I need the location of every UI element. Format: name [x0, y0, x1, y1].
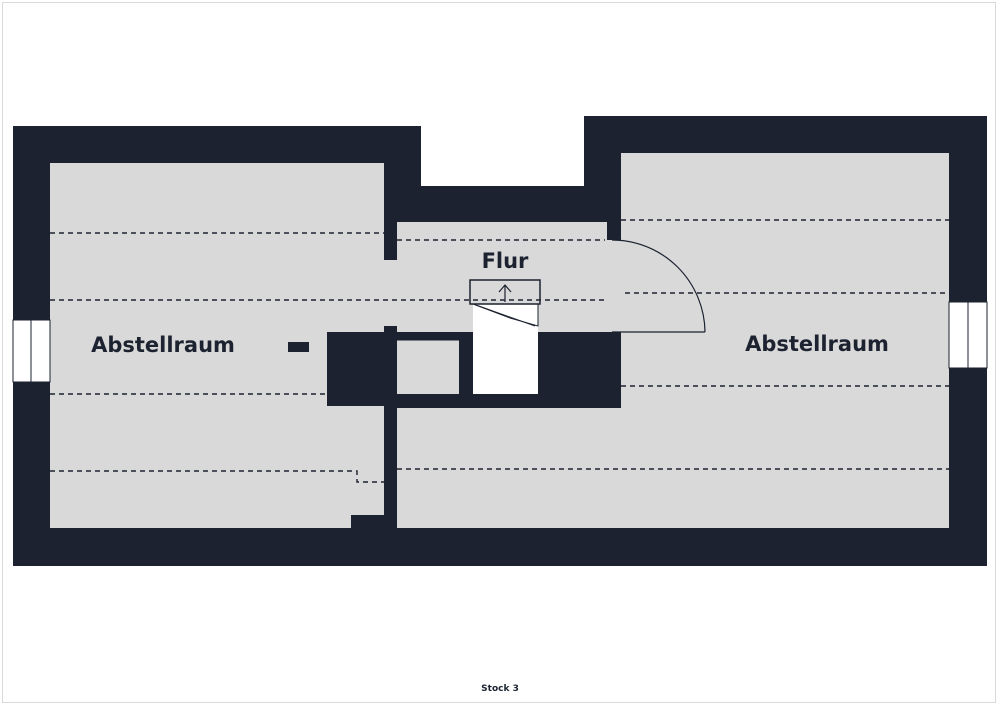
door: [611, 239, 706, 333]
room-label-abstellraum-right: Abstellraum: [745, 332, 889, 356]
inner-wall-block-right: [538, 332, 621, 408]
floor-abstellraum-right: [397, 153, 949, 528]
door-swing-arc: [611, 239, 706, 333]
roof-slope-lines: [50, 219, 949, 483]
inner-wall-block-center: [459, 332, 473, 394]
room-label-flur: Flur: [482, 249, 529, 273]
floor-abstellraum-left: [50, 163, 397, 528]
inner-wall-block-left: [327, 332, 397, 406]
stair-break-line: [475, 304, 536, 327]
floor-label: Stock 3: [481, 684, 519, 694]
slope-line: [50, 470, 384, 483]
inner-wall-post: [384, 326, 397, 340]
inner-walls: [288, 326, 621, 408]
stair-arrow-head: [498, 284, 512, 293]
floor-door-gap: [605, 240, 625, 332]
windows: [12, 301, 988, 383]
chimney: [288, 342, 309, 352]
floor-hall-lower: [397, 340, 459, 394]
floors: [50, 153, 949, 528]
stair-railing: [469, 279, 541, 305]
room-label-abstellraum-left: Abstellraum: [91, 333, 235, 357]
staircase: [469, 279, 541, 394]
